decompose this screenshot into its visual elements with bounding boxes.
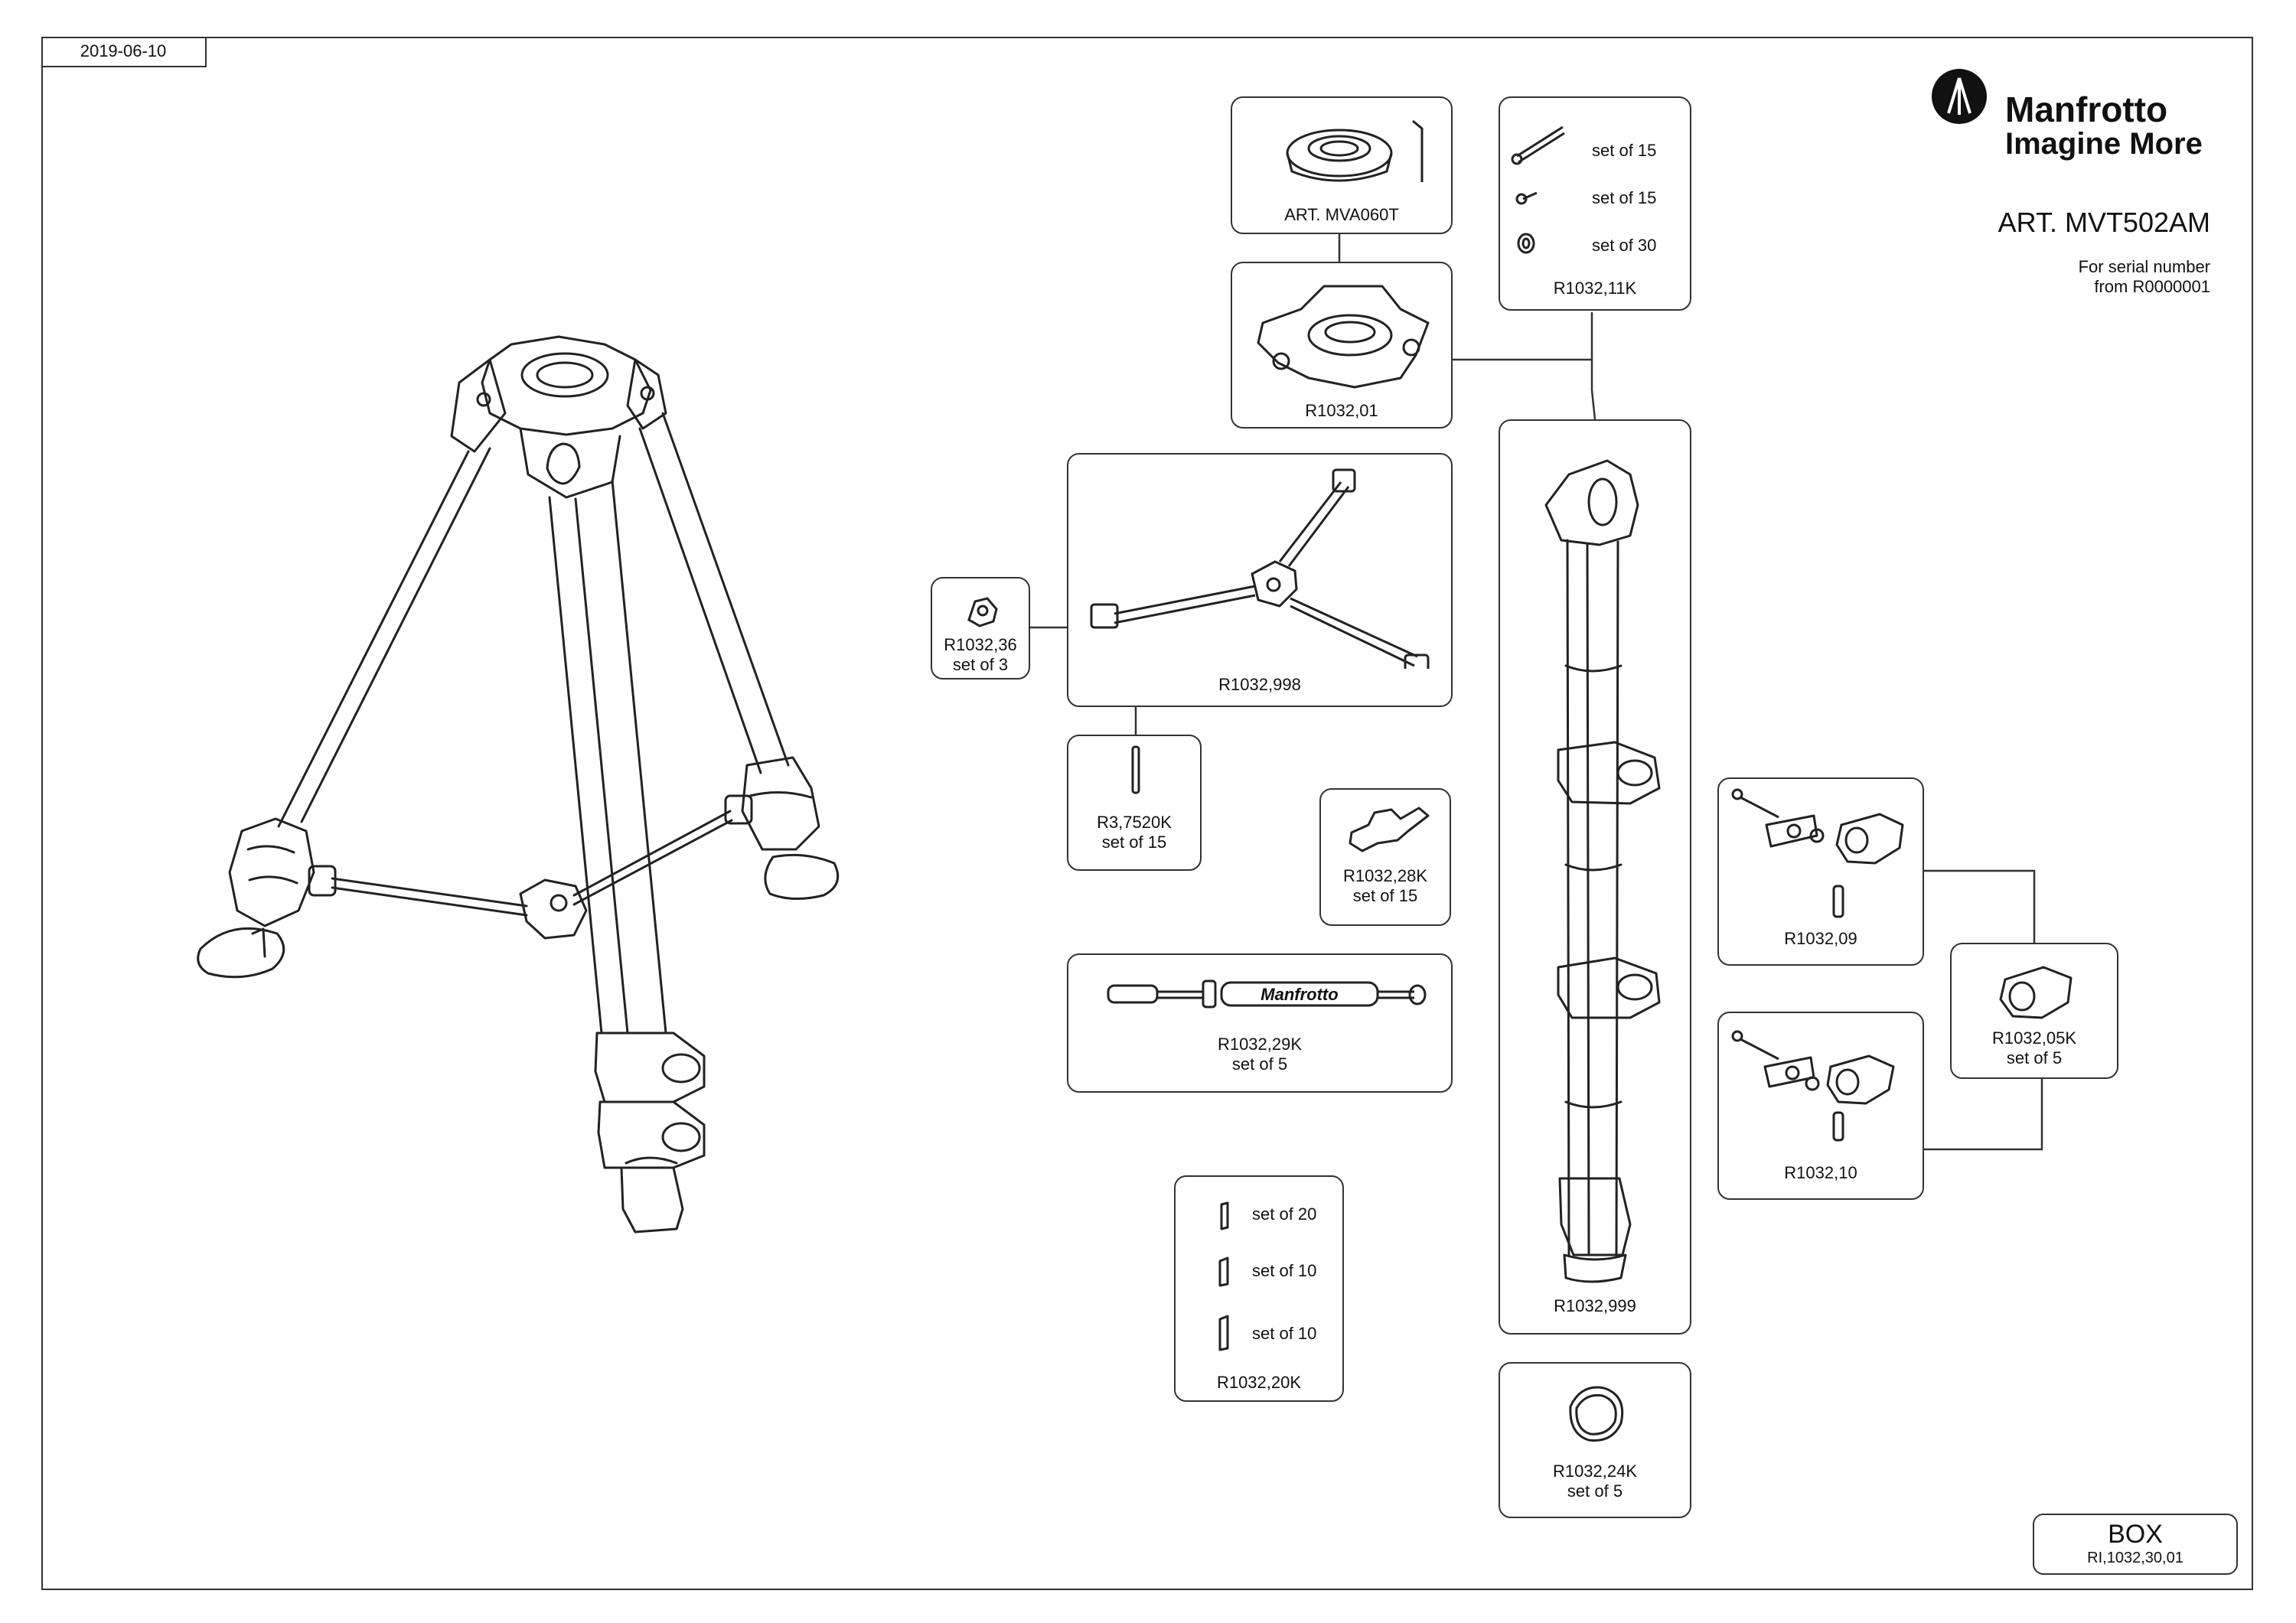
part-label: ART. MVA060T [1284, 205, 1399, 224]
part-label: R1032,01 [1305, 401, 1378, 420]
drawing-frame [41, 37, 2253, 1590]
part-card-r1032-36[interactable]: R1032,36 set of 3 [931, 577, 1030, 680]
serial-line-2: from R0000001 [2094, 277, 2210, 296]
r1032-11k-drawing [1511, 125, 1565, 254]
part-label: R3,7520K [1097, 813, 1172, 832]
part-card-r1032-20k[interactable]: set of 20 set of 10 set of 10 R1032,20K [1174, 1175, 1344, 1402]
set-qty: set of 15 [1101, 833, 1167, 852]
serial-note: For serial number from R0000001 [2079, 257, 2210, 297]
logo-text: Manfrotto [1261, 985, 1339, 1004]
r1032-10-drawing [1731, 1030, 1895, 1142]
part-label: R1032,11K [1553, 279, 1637, 298]
part-card-r1032-24k[interactable]: R1032,24K set of 5 [1499, 1362, 1691, 1518]
part-label: R1032,24K [1552, 1462, 1638, 1481]
set-qty: set of 15 [1352, 886, 1418, 905]
part-card-r1032-05k[interactable]: R1032,05K set of 5 [1950, 943, 2118, 1079]
part-card-r1032-10[interactable]: R1032,10 [1717, 1012, 1924, 1200]
part-label: R1032,10 [1784, 1163, 1857, 1182]
r3-7520k-drawing [1131, 745, 1140, 794]
set-qty: set of 5 [2006, 1048, 2063, 1067]
brand-name: Manfrotto [2005, 90, 2168, 129]
r1032-28k-drawing [1349, 807, 1430, 852]
set-qty: set of 5 [1567, 1481, 1623, 1501]
r1032-09-drawing [1731, 788, 1904, 918]
box-code: RI,1032,30,01 [2087, 1550, 2183, 1566]
leg-assembly-drawing [1544, 459, 1661, 1283]
part-card-r1032-28k[interactable]: R1032,28K set of 15 [1319, 788, 1451, 926]
brand-tagline: Imagine More [2005, 127, 2203, 161]
set-qty: set of 15 [1592, 188, 1657, 207]
part-card-mva060t[interactable]: ART. MVA060T [1231, 96, 1453, 234]
set-qty: set of 10 [1252, 1324, 1317, 1343]
part-card-r1032-29k[interactable]: Manfrotto R1032,29K set of 5 [1067, 953, 1453, 1093]
part-label: R1032,999 [1554, 1296, 1636, 1315]
part-label: R1032,29K [1217, 1035, 1303, 1054]
set-qty: set of 5 [1231, 1054, 1288, 1074]
part-card-r1032-01[interactable]: R1032,01 [1231, 262, 1453, 429]
part-card-r1032-999[interactable]: R1032,999 [1499, 419, 1691, 1335]
part-card-r1032-11k[interactable]: set of 15 set of 15 set of 30 R1032,11K [1499, 96, 1691, 311]
r1032-05k-drawing [1999, 966, 2073, 1019]
part-label: R1032,20K [1216, 1373, 1302, 1392]
set-qty: set of 20 [1252, 1204, 1317, 1224]
part-card-r1032-09[interactable]: R1032,09 [1717, 777, 1924, 966]
tripod-drawing [197, 335, 840, 1234]
r1032-24k-drawing [1569, 1386, 1624, 1442]
date-stamp: 2019-06-10 [41, 37, 207, 67]
part-label: R1032,09 [1784, 929, 1857, 948]
r1032-29k-drawing [1107, 979, 1427, 1009]
box-title: BOX [2108, 1520, 2163, 1549]
part-label: R1032,998 [1218, 675, 1301, 694]
set-qty: set of 3 [952, 655, 1009, 674]
set-qty: set of 15 [1592, 141, 1657, 160]
r1032-01-drawing [1257, 285, 1430, 389]
part-label: R1032,36 [944, 635, 1017, 654]
part-label: R1032,28K [1342, 866, 1428, 885]
part-card-r1032-998[interactable]: R1032,998 [1067, 453, 1453, 707]
manfrotto-logo-icon [1932, 69, 1987, 124]
serial-line-1: For serial number [2078, 257, 2210, 276]
article-number: ART. MVT502AM [1998, 207, 2210, 238]
set-qty: set of 10 [1252, 1261, 1317, 1280]
mva060t-drawing [1286, 119, 1424, 182]
r1032-20k-drawing [1218, 1201, 1229, 1351]
box-card[interactable]: BOX RI,1032,30,01 [2033, 1514, 2238, 1575]
set-qty: set of 30 [1592, 236, 1657, 255]
part-label: R1032,05K [1991, 1028, 2077, 1048]
r1032-36-drawing [967, 597, 998, 627]
part-card-r3-7520k[interactable]: R3,7520K set of 15 [1067, 735, 1202, 871]
r1032-998-drawing [1090, 468, 1430, 669]
